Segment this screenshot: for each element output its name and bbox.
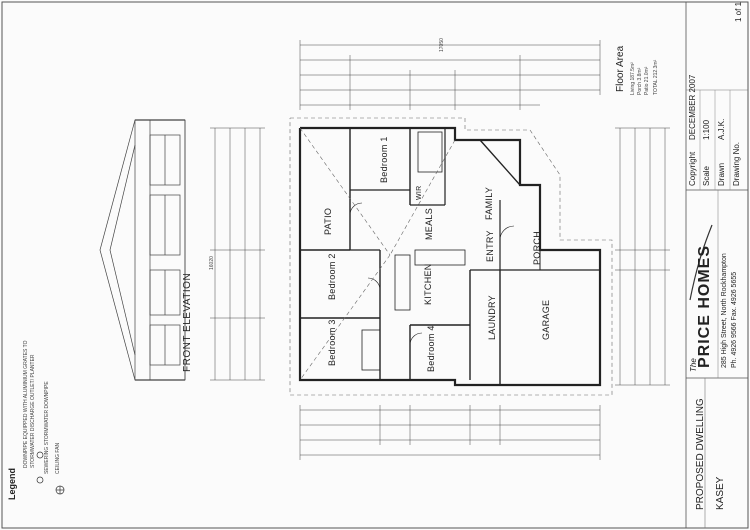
dimension-left-overall: 16020 bbox=[209, 256, 215, 270]
company-name: PRICE HOMES bbox=[696, 244, 713, 368]
drawn-value: A.J.K. bbox=[717, 118, 726, 140]
room-label-bedroom-1: Bedroom 1 bbox=[379, 136, 389, 183]
room-label-bedroom-2: Bedroom 2 bbox=[327, 253, 337, 300]
room-label-patio: PATIO bbox=[323, 207, 333, 235]
project-title: PROPOSED DWELLING bbox=[695, 398, 706, 510]
room-label-laundry: LAUNDRY bbox=[487, 295, 497, 340]
floor-plan-walls bbox=[298, 126, 602, 387]
roof-outline bbox=[289, 117, 613, 396]
company-address: 285 High Street, North Rockhampton bbox=[721, 253, 728, 368]
company-logo-swoosh bbox=[689, 224, 713, 301]
legend-title: Legend bbox=[7, 467, 17, 500]
room-label-porch: PORCH bbox=[532, 230, 542, 265]
legend-item: SEWERING STORMWATER DOWNPIPE bbox=[44, 381, 50, 474]
company-phone: Ph. 4926 9566 Fax. 4926 5655 bbox=[731, 271, 738, 368]
date-value: DECEMBER 2007 bbox=[688, 74, 697, 140]
room-label-family: FAMILY bbox=[484, 186, 494, 220]
dimension-top-overall: 17050 bbox=[439, 38, 445, 52]
room-label-meals: MEALS bbox=[424, 207, 434, 240]
front-elevation-title: FRONT ELEVATION bbox=[182, 272, 193, 372]
project-name: KASEY bbox=[715, 476, 726, 510]
drawing-number-label: Drawing No. bbox=[732, 141, 741, 186]
legend-symbols bbox=[36, 451, 65, 495]
legend-item: CEILING FAN bbox=[55, 442, 61, 474]
floor-area-title: Floor Area bbox=[615, 45, 626, 92]
room-label-kitchen: KITCHEN bbox=[423, 263, 433, 305]
room-label-wir: WIR bbox=[416, 185, 423, 200]
scale-label: Scale bbox=[702, 165, 711, 186]
room-label-bedroom-3: Bedroom 3 bbox=[327, 319, 337, 366]
sheet-number: 1 of 1 bbox=[734, 1, 743, 22]
room-label-garage: GARAGE bbox=[541, 299, 551, 340]
drawn-label: Drawn bbox=[717, 162, 726, 186]
front-elevation-drawing bbox=[99, 119, 186, 381]
floor-area-row: Patio 21.0m² bbox=[644, 66, 650, 95]
copyright-label: Copyright bbox=[688, 151, 697, 186]
floor-area-row: Living 187.5m² bbox=[630, 62, 636, 95]
room-label-bedroom-4: Bedroom 4 bbox=[426, 325, 436, 372]
room-label-entry: ENTRY bbox=[485, 230, 495, 262]
dimension-ticks bbox=[210, 40, 670, 460]
legend-item: DOWNPIPE EQUIPPED WITH ALUMINIUM GRATES … bbox=[23, 340, 29, 468]
floor-area-row: Porch 3.8m² bbox=[637, 67, 643, 95]
scale-value: 1:100 bbox=[702, 119, 711, 140]
legend-item: STORMWATER DISCHARGE OUTLET/ PLANTER bbox=[30, 354, 36, 468]
floor-area-row: TOTAL 212.3m² bbox=[653, 59, 659, 95]
